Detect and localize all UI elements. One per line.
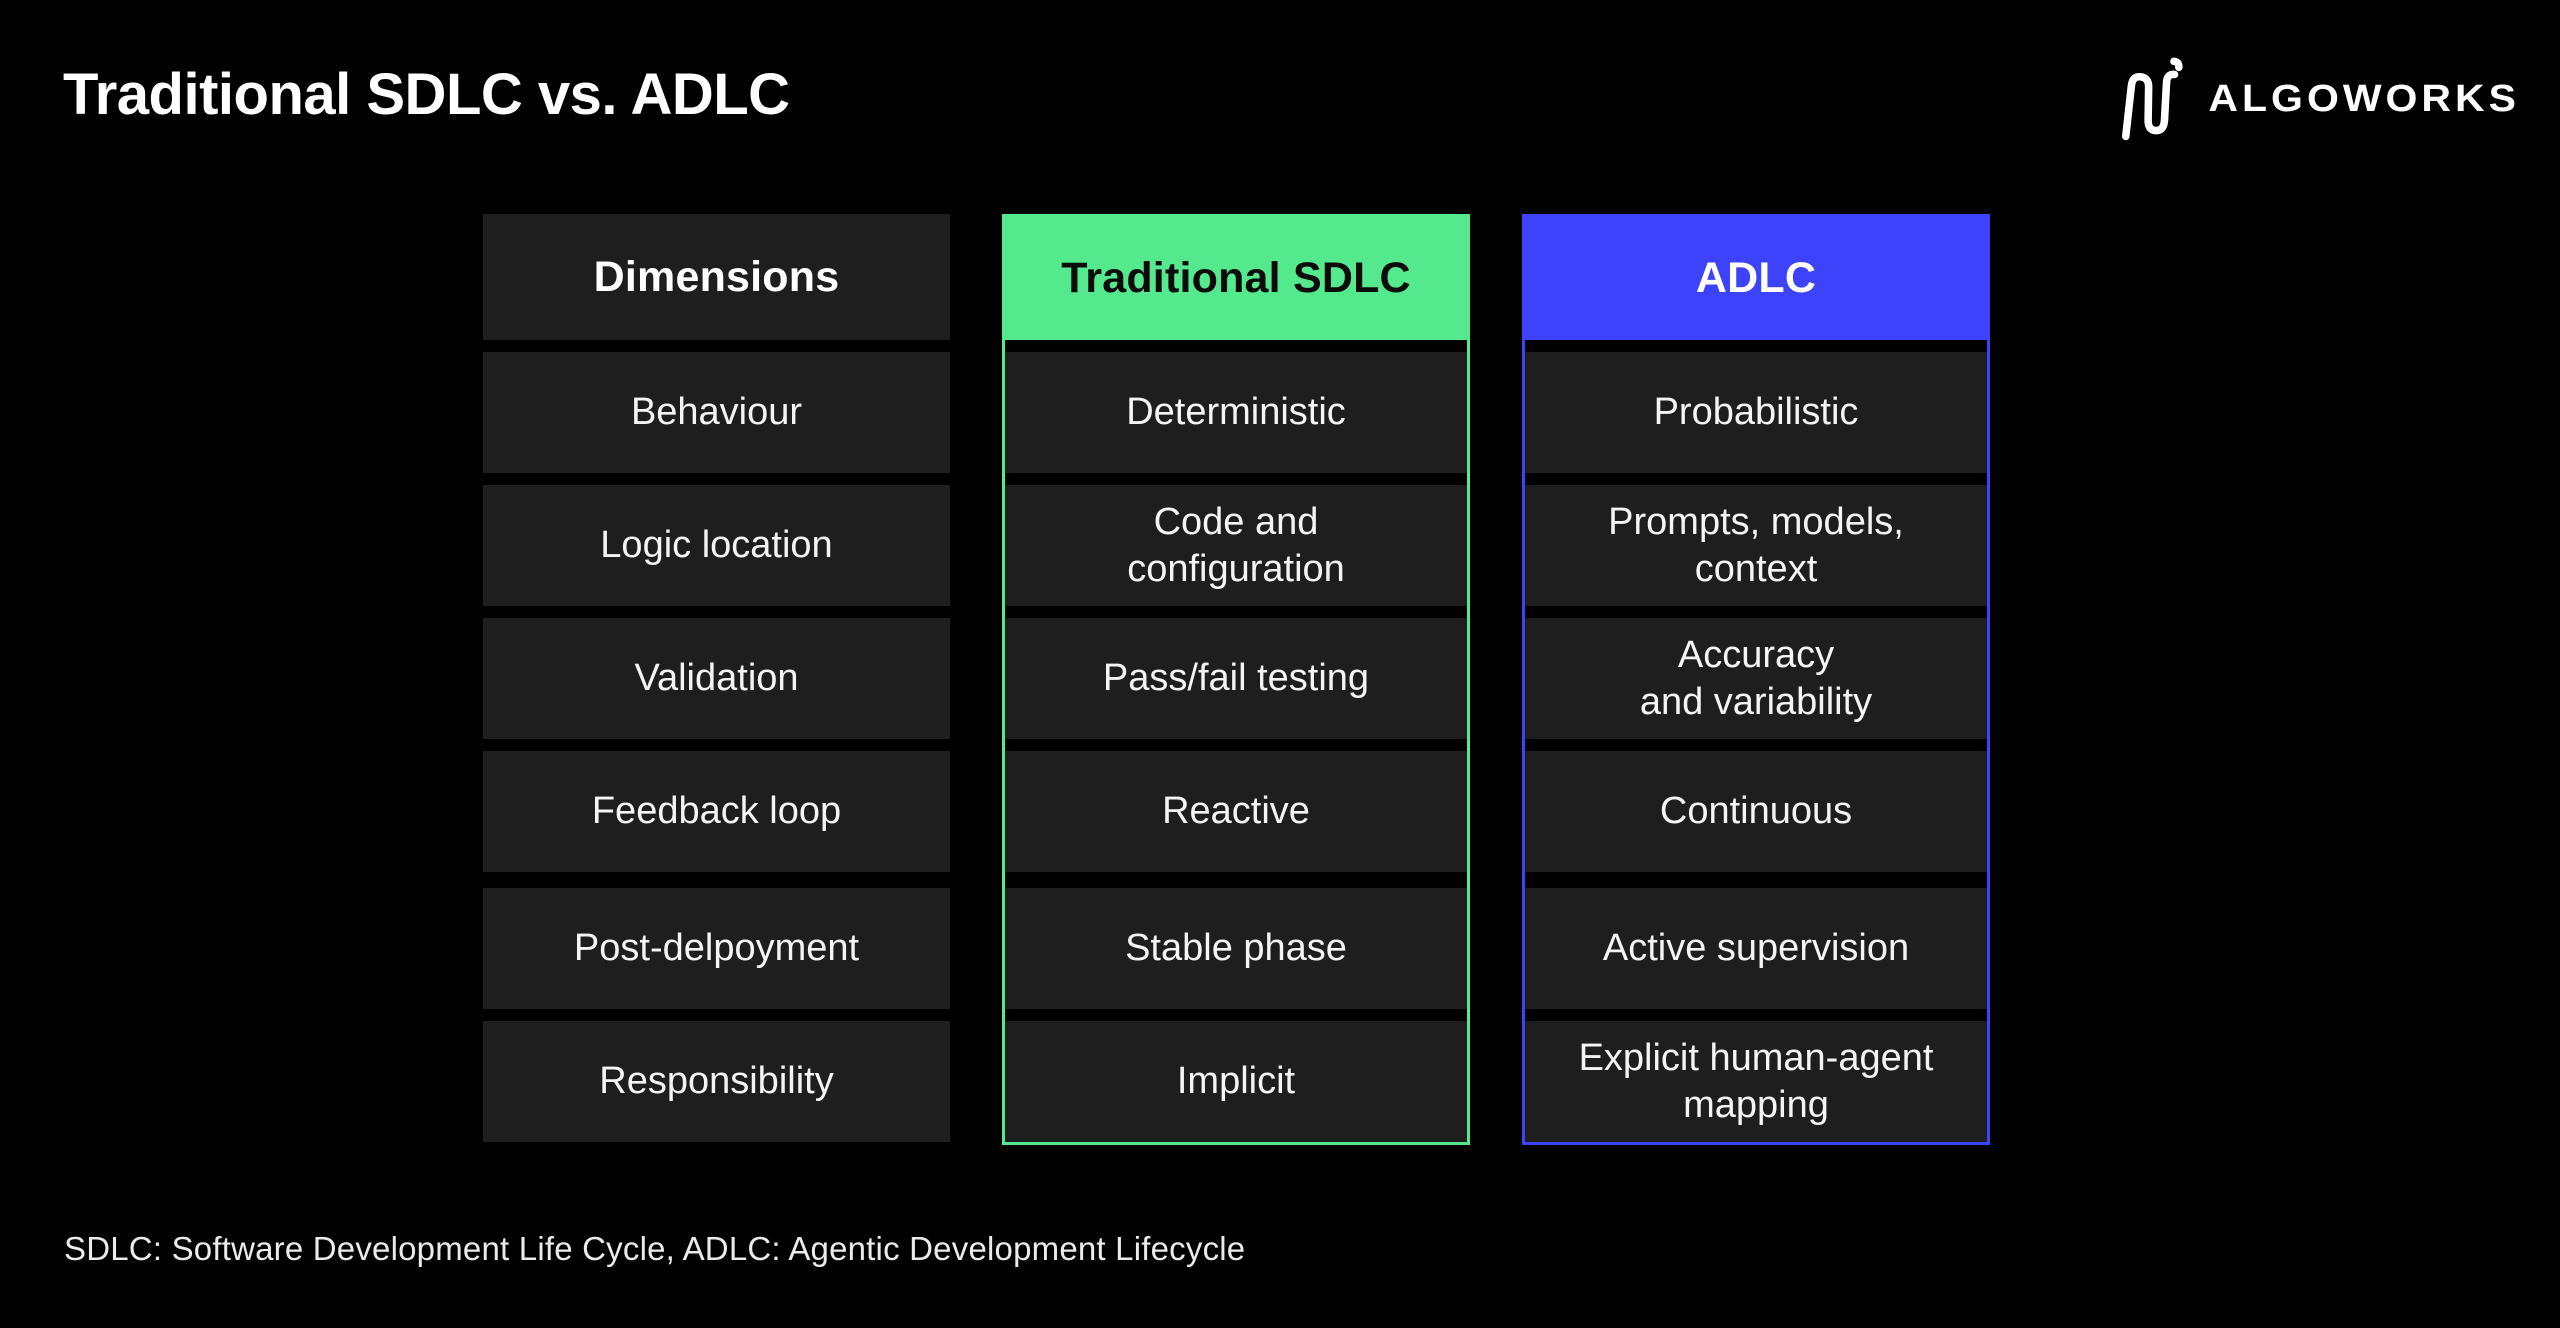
cell-dimensions-logic-location: Logic location: [483, 485, 950, 606]
page-title: Traditional SDLC vs. ADLC: [63, 62, 790, 127]
cell-adlc-human-agent-mapping: Explicit human-agent mapping: [1525, 1021, 1987, 1142]
cell-sdlc-stable-phase: Stable phase: [1005, 888, 1467, 1009]
cell-adlc-active-supervision: Active supervision: [1525, 888, 1987, 1009]
cell-adlc-prompts-models: Prompts, models, context: [1525, 485, 1987, 606]
column-adlc: ADLC Probabilistic Prompts, models, cont…: [1522, 214, 1990, 1145]
column-header-traditional-sdlc: Traditional SDLC: [1005, 217, 1467, 340]
cell-adlc-continuous: Continuous: [1525, 751, 1987, 872]
column-header-dimensions: Dimensions: [483, 214, 950, 340]
column-traditional-sdlc: Traditional SDLC Deterministic Code and …: [1002, 214, 1470, 1145]
comparison-table: Dimensions Behaviour Logic location Vali…: [483, 214, 1990, 1145]
cell-sdlc-reactive: Reactive: [1005, 751, 1467, 872]
brand-name: ALGOWORKS: [2208, 76, 2520, 119]
algoworks-squiggle-icon: [2122, 57, 2184, 141]
cell-dimensions-behaviour: Behaviour: [483, 352, 950, 473]
cell-adlc-probabilistic: Probabilistic: [1525, 352, 1987, 473]
cell-dimensions-validation: Validation: [483, 618, 950, 739]
cell-sdlc-passfail: Pass/fail testing: [1005, 618, 1467, 739]
cell-dimensions-feedback-loop: Feedback loop: [483, 751, 950, 872]
column-header-adlc: ADLC: [1525, 217, 1987, 340]
column-dimensions: Dimensions Behaviour Logic location Vali…: [483, 214, 950, 1145]
brand-logo: ALGOWORKS: [2108, 52, 2520, 144]
cell-adlc-accuracy: Accuracy and variability: [1525, 618, 1987, 739]
cell-sdlc-implicit: Implicit: [1005, 1021, 1467, 1142]
cell-sdlc-code-config: Code and configuration: [1005, 485, 1467, 606]
cell-dimensions-responsibility: Responsibility: [483, 1021, 950, 1142]
footnote-abbreviations: SDLC: Software Development Life Cycle, A…: [64, 1230, 1246, 1267]
cell-sdlc-deterministic: Deterministic: [1005, 352, 1467, 473]
cell-dimensions-post-deployment: Post-delpoyment: [483, 888, 950, 1009]
